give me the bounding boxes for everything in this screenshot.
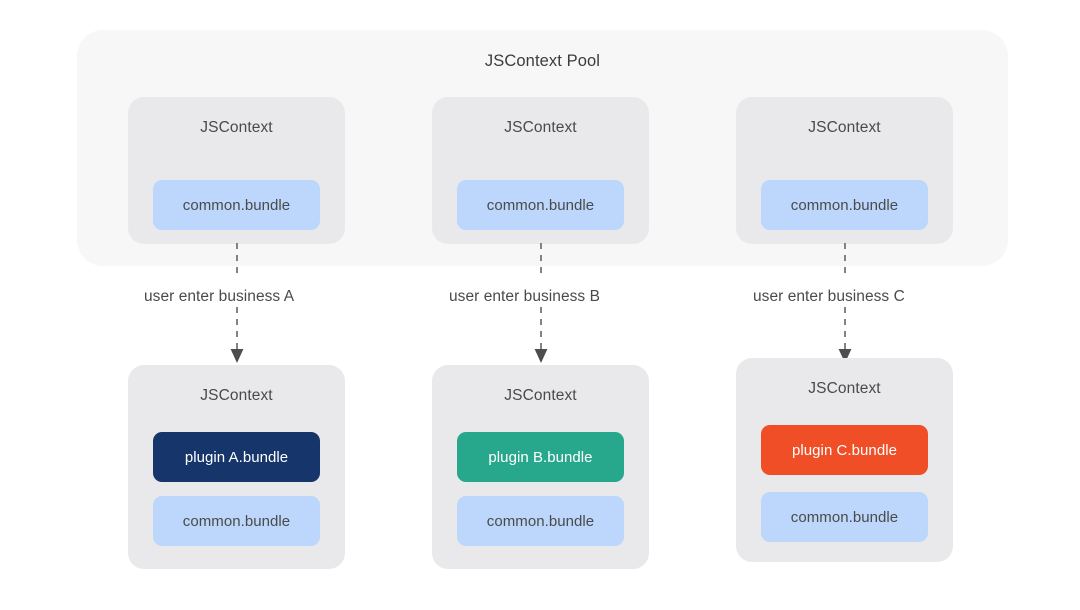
pool-jscontext-card-3[interactable]: JSContext common.bundle — [736, 97, 953, 244]
jscontext-label: JSContext — [504, 387, 577, 404]
jscontext-label: JSContext — [200, 119, 273, 136]
pool-title: JSContext Pool — [484, 52, 601, 70]
flow-arrow-2 — [529, 243, 553, 367]
jscontext-label: JSContext — [504, 119, 577, 136]
flow-label-2: user enter business B — [449, 288, 600, 305]
pool-jscontext-card-2[interactable]: JSContext common.bundle — [432, 97, 649, 244]
common-bundle-chip[interactable]: common.bundle — [153, 180, 320, 230]
plugin-b-bundle-chip[interactable]: plugin B.bundle — [457, 432, 624, 482]
common-bundle-chip[interactable]: common.bundle — [761, 180, 928, 230]
dashed-arrow-icon — [534, 243, 548, 363]
business-jscontext-card-a[interactable]: JSContext plugin A.bundle common.bundle — [128, 365, 345, 569]
plugin-c-bundle-chip[interactable]: plugin C.bundle — [761, 425, 928, 475]
common-bundle-chip[interactable]: common.bundle — [761, 492, 928, 542]
flow-label-1: user enter business A — [144, 288, 295, 305]
business-jscontext-card-b[interactable]: JSContext plugin B.bundle common.bundle — [432, 365, 649, 569]
flow-arrow-3 — [833, 243, 857, 367]
jscontext-label: JSContext — [200, 387, 273, 404]
common-bundle-chip[interactable]: common.bundle — [457, 180, 624, 230]
common-bundle-chip[interactable]: common.bundle — [457, 496, 624, 546]
jscontext-label: JSContext — [808, 119, 881, 136]
pool-jscontext-card-1[interactable]: JSContext common.bundle — [128, 97, 345, 244]
dashed-arrow-icon — [230, 243, 244, 363]
flow-arrow-1 — [225, 243, 249, 367]
dashed-arrow-icon — [838, 243, 852, 363]
flow-label-3: user enter business C — [753, 288, 905, 305]
plugin-a-bundle-chip[interactable]: plugin A.bundle — [153, 432, 320, 482]
business-jscontext-card-c[interactable]: JSContext plugin C.bundle common.bundle — [736, 358, 953, 562]
common-bundle-chip[interactable]: common.bundle — [153, 496, 320, 546]
jscontext-label: JSContext — [808, 380, 881, 397]
